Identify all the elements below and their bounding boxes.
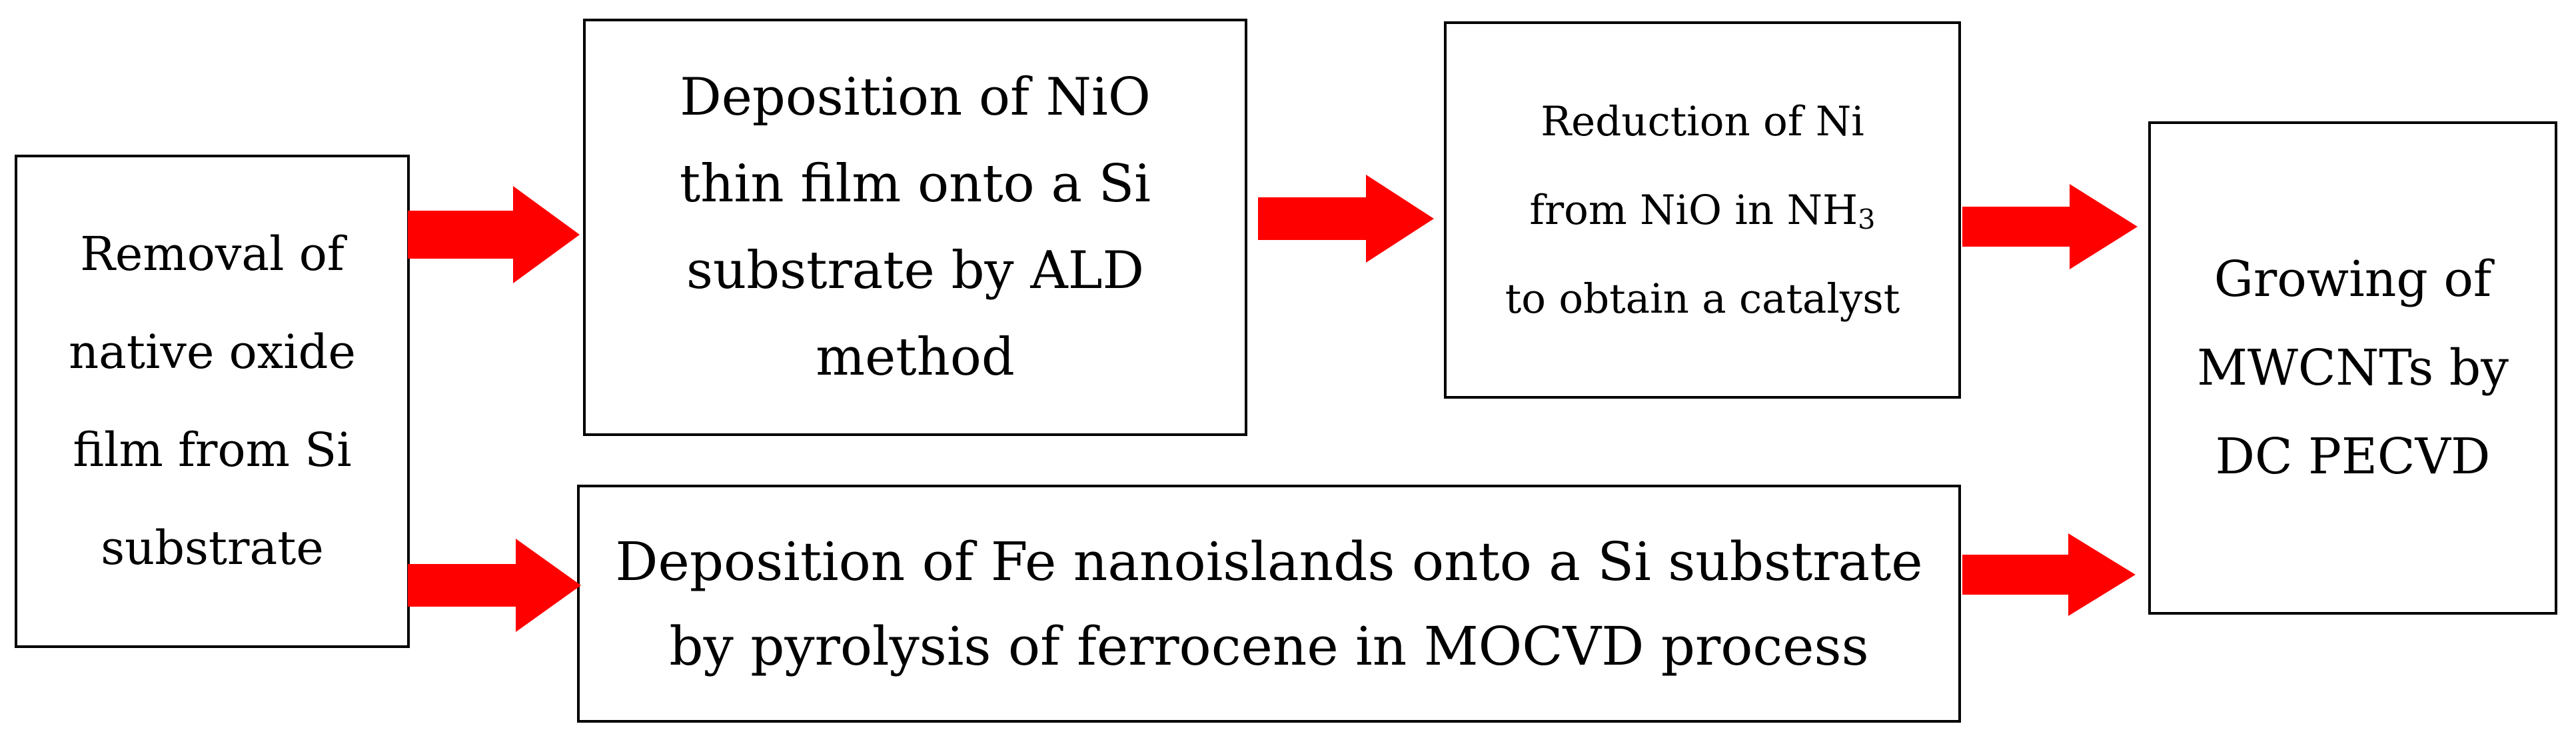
arrow-removal-to-fe: [408, 539, 581, 632]
arrow-removal-to-nio: [408, 186, 580, 283]
step-nio-line-2: thin film onto a Si: [679, 154, 1151, 214]
step-reduction-line-2-main: from NiO in NH: [1529, 186, 1858, 234]
step-fe-text: Deposition of Fe nanoislands onto a Si s…: [615, 519, 1922, 689]
step-reduction-text: Reduction of Ni from NiO in NH3 to obtai…: [1505, 77, 1900, 343]
step-reduction-line-2: from NiO in NH3: [1505, 166, 1900, 255]
step-removal-line-4: substrate: [101, 521, 324, 575]
step-box-removal: Removal of native oxide film from Si sub…: [15, 155, 410, 648]
step-growing-text: Growing of MWCNTs by DC PECVD: [2197, 235, 2509, 501]
step-box-fe-deposition: Deposition of Fe nanoislands onto a Si s…: [577, 485, 1961, 723]
step-removal-line-1: Removal of: [80, 227, 344, 281]
nh3-subscript: 3: [1858, 202, 1876, 235]
step-nio-line-4: method: [816, 327, 1015, 387]
arrow-fe-to-growing: [1962, 533, 2136, 616]
step-growing-line-2: MWCNTs by: [2197, 339, 2509, 397]
step-removal-text: Removal of native oxide film from Si sub…: [69, 205, 356, 597]
step-removal-line-2: native oxide: [69, 325, 356, 379]
step-fe-line-1: Deposition of Fe nanoislands onto a Si s…: [615, 530, 1923, 593]
step-reduction-line-1: Reduction of Ni: [1541, 97, 1864, 145]
step-box-growing: Growing of MWCNTs by DC PECVD: [2148, 121, 2557, 615]
step-growing-line-1: Growing of: [2214, 250, 2492, 308]
step-nio-line-3: substrate by ALD: [686, 241, 1145, 301]
step-growing-line-3: DC PECVD: [2215, 427, 2491, 485]
arrow-nio-to-reduction: [1258, 175, 1434, 263]
step-nio-line-1: Deposition of NiO: [680, 67, 1151, 127]
step-box-reduction: Reduction of Ni from NiO in NH3 to obtai…: [1444, 21, 1961, 399]
step-removal-line-3: film from Si: [73, 423, 352, 477]
arrow-reduction-to-growing: [1962, 184, 2138, 269]
step-nio-text: Deposition of NiO thin film onto a Si su…: [680, 54, 1151, 401]
step-reduction-line-3: to obtain a catalyst: [1505, 275, 1900, 323]
step-fe-line-2: by pyrolysis of ferrocene in MOCVD proce…: [669, 615, 1869, 677]
step-box-nio-deposition: Deposition of NiO thin film onto a Si su…: [583, 19, 1247, 436]
